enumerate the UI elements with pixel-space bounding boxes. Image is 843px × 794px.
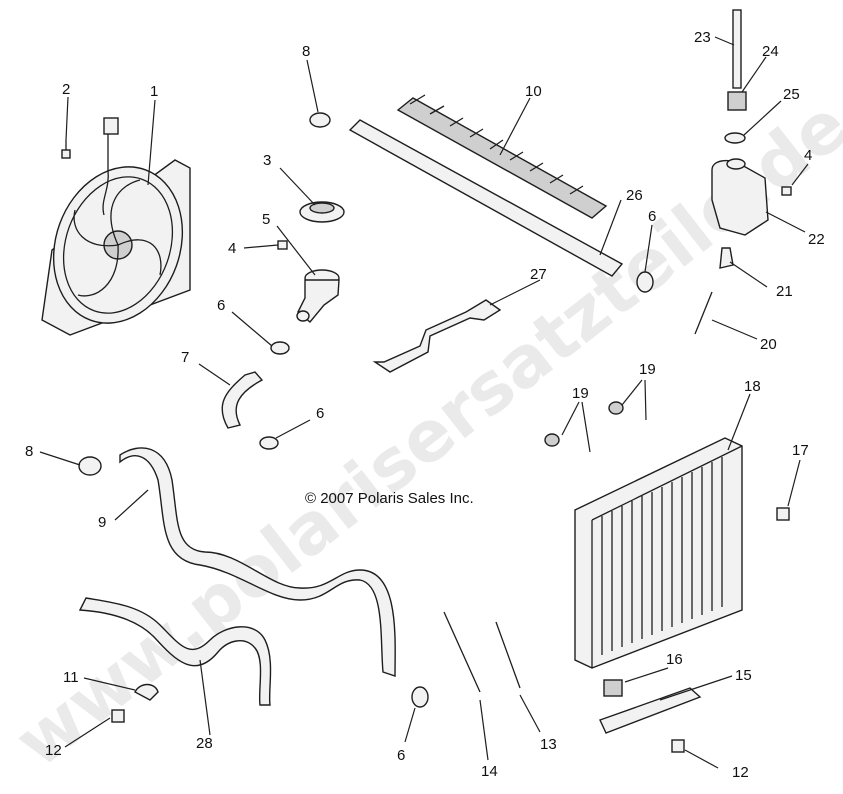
callout-6d: 6 (397, 747, 405, 764)
pushpin-12b (671, 739, 685, 753)
grommet-19a (608, 401, 624, 415)
callout-3: 3 (263, 152, 271, 169)
hose-28 (78, 597, 272, 706)
callout-12a: 12 (45, 742, 62, 759)
tube-23 (732, 9, 742, 89)
grommet-19b (544, 433, 560, 447)
callout-13: 13 (540, 736, 557, 753)
callout-6a: 6 (217, 297, 225, 314)
callouts: 1 2 3 4 4 5 6 6 6 6 7 8 8 9 10 11 12 12 … (25, 29, 825, 781)
hose-20 (694, 291, 713, 335)
callout-19b: 19 (572, 385, 589, 402)
callout-6c: 6 (648, 208, 656, 225)
tube-26 (348, 119, 624, 277)
bracket-15 (599, 687, 702, 734)
callout-22: 22 (808, 231, 825, 248)
clamp-6d (411, 686, 429, 708)
cable-tie-14 (443, 611, 481, 693)
pressure-cap (299, 201, 345, 223)
callout-15: 15 (735, 667, 752, 684)
callout-9: 9 (98, 514, 106, 531)
callout-8a: 8 (302, 43, 310, 60)
clip-11 (134, 683, 159, 701)
callout-16: 16 (666, 651, 683, 668)
grommet-16 (603, 679, 623, 697)
bracket-27 (372, 299, 502, 373)
cable-tie-13 (495, 621, 521, 689)
radiator (574, 437, 743, 669)
callout-5: 5 (262, 211, 270, 228)
callout-20: 20 (760, 336, 777, 353)
clamp-8b (78, 456, 102, 476)
callout-2: 2 (62, 81, 70, 98)
callout-18: 18 (744, 378, 761, 395)
hose-9 (119, 447, 396, 677)
screw-4b (781, 186, 792, 196)
callout-19a: 19 (639, 361, 656, 378)
copyright-notice: © 2007 Polaris Sales Inc. (305, 490, 474, 507)
callout-1: 1 (150, 83, 158, 100)
callout-28: 28 (196, 735, 213, 752)
screw-4a (277, 240, 288, 250)
screw-2 (61, 140, 71, 159)
callout-10: 10 (525, 83, 542, 100)
clamp-8a (309, 112, 331, 128)
callout-17: 17 (792, 442, 809, 459)
fitting-21 (719, 247, 734, 269)
sleeve-10 (396, 97, 608, 219)
callout-21: 21 (776, 283, 793, 300)
callout-11: 11 (63, 669, 79, 686)
bolt-17 (776, 507, 790, 521)
clamp-6c (636, 271, 654, 293)
callout-6b: 6 (316, 405, 324, 422)
callout-14: 14 (481, 763, 498, 780)
callout-4b: 4 (804, 147, 812, 164)
cap-24 (727, 91, 747, 111)
callout-25: 25 (783, 86, 800, 103)
clamp-6a (270, 341, 290, 355)
clamp-6b (259, 436, 279, 450)
callout-4a: 4 (228, 240, 236, 257)
pushpin-12a (111, 709, 125, 723)
callout-7: 7 (181, 349, 189, 366)
callout-12b: 12 (732, 764, 749, 781)
fan-assembly (41, 117, 191, 336)
callout-24: 24 (762, 43, 779, 60)
callout-26: 26 (626, 187, 643, 204)
oring-25 (724, 132, 746, 144)
callout-23: 23 (694, 29, 711, 46)
callout-8b: 8 (25, 443, 33, 460)
leader-lines (39, 36, 809, 769)
filler-neck (296, 269, 340, 323)
callout-27: 27 (530, 266, 547, 283)
hose-7 (221, 371, 264, 429)
